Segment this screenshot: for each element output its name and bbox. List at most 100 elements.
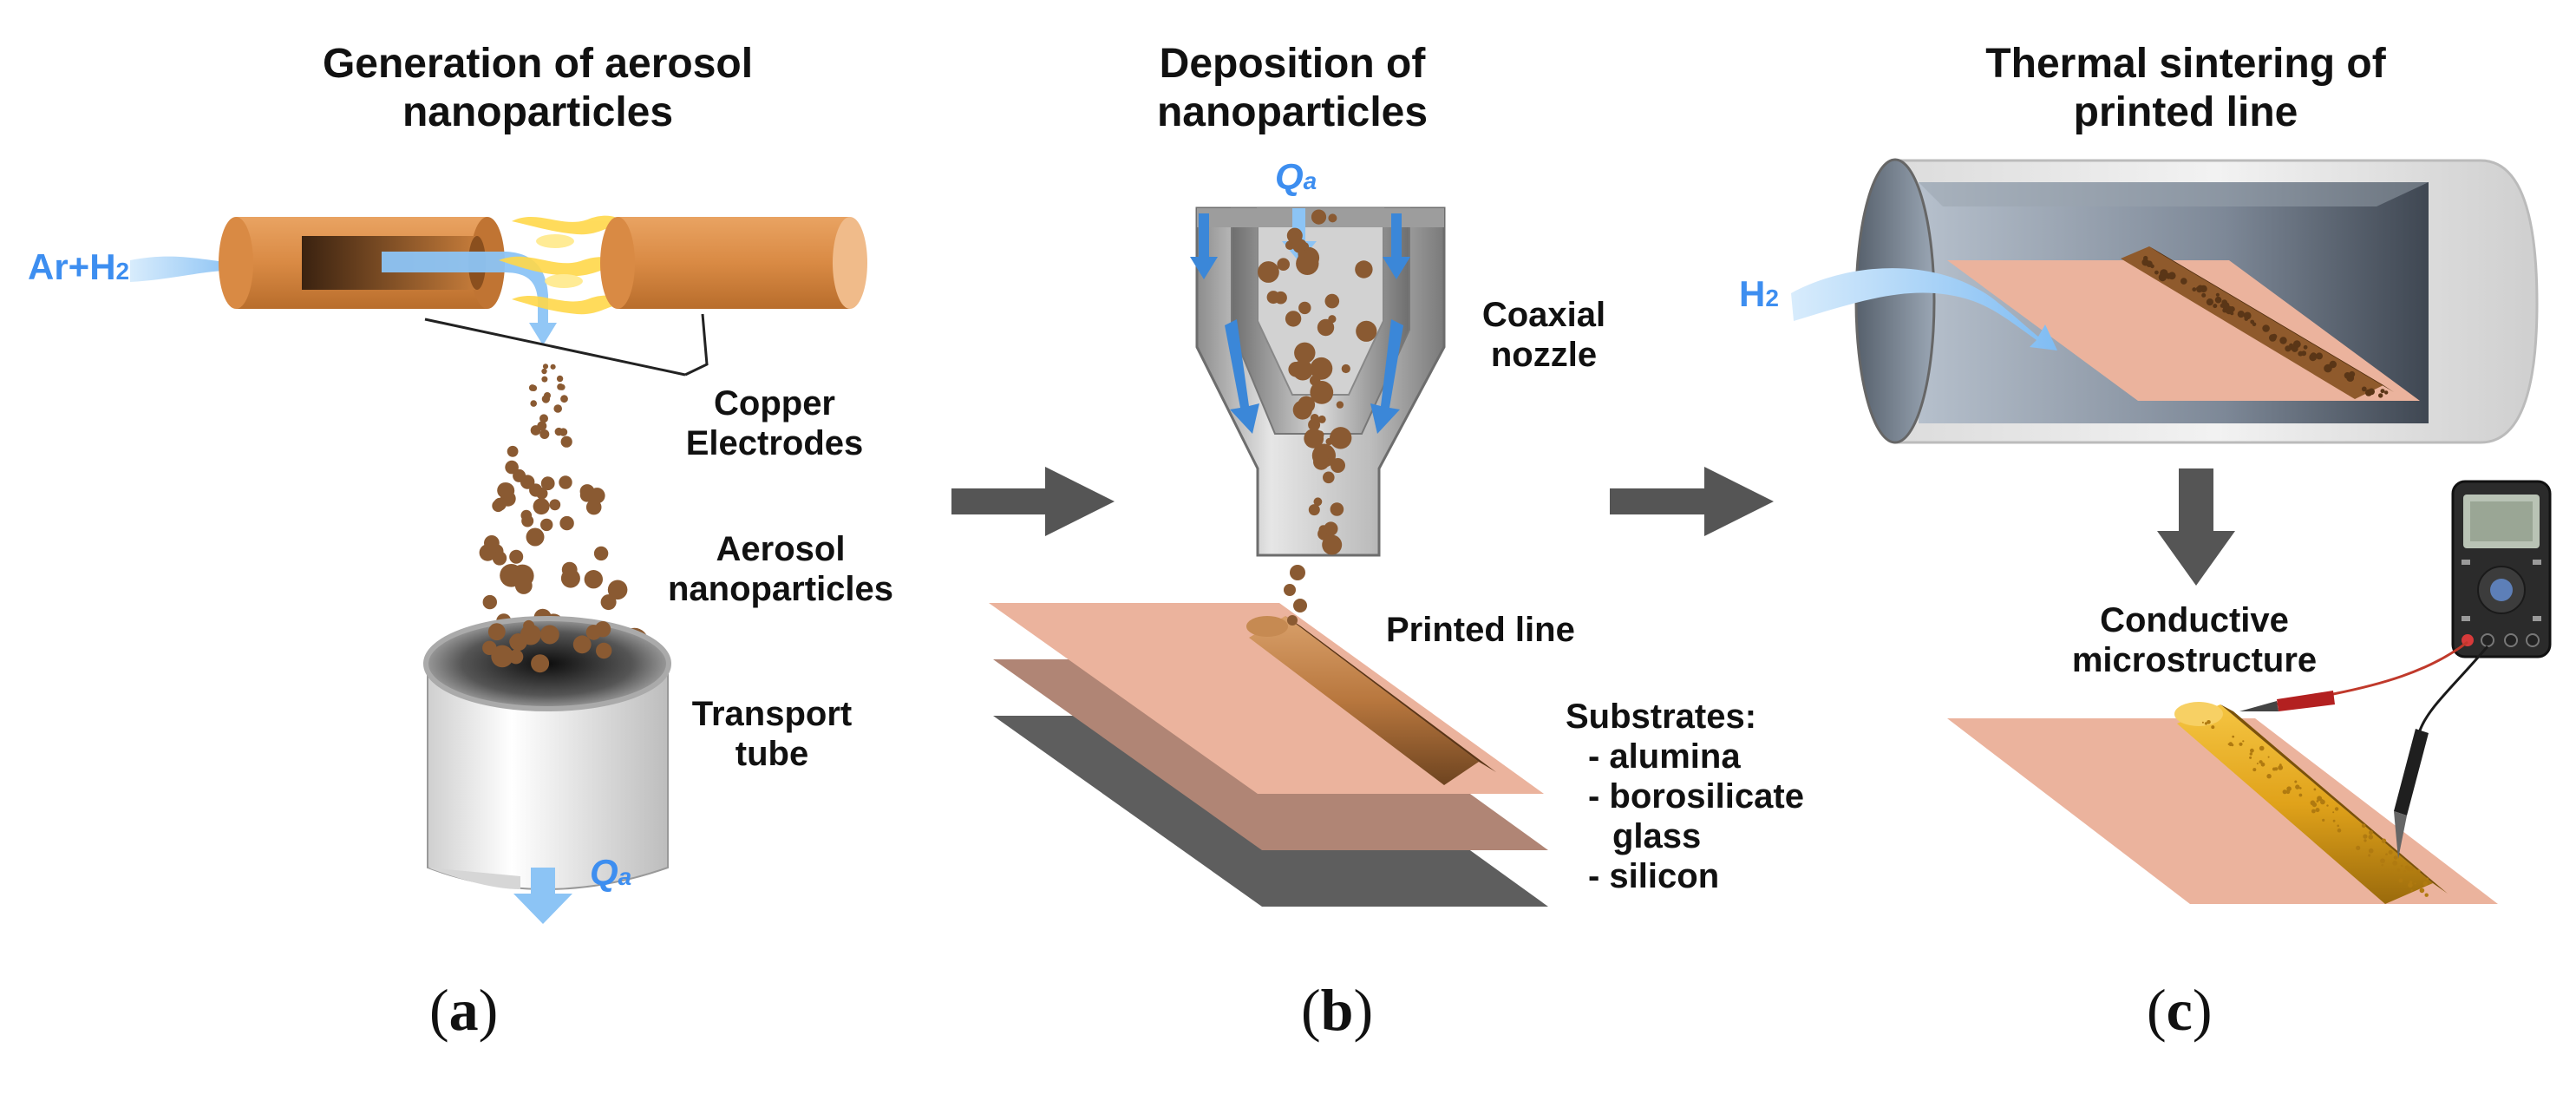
transport-tube-label-line2: tube <box>735 735 809 773</box>
microstructure-dot <box>2334 807 2339 811</box>
line-texture-dot <box>2221 302 2230 310</box>
line-texture-dot <box>2215 292 2220 297</box>
microstructure-dot <box>2422 881 2428 887</box>
microstructure-dot <box>2207 720 2211 724</box>
aerosol-particle <box>544 392 551 399</box>
aerosol-particle <box>541 376 548 383</box>
line-texture-dot <box>2309 353 2318 362</box>
microstructure-dot <box>2337 828 2342 833</box>
nozzle-particle <box>1330 458 1345 473</box>
red-probe-icon <box>2239 640 2468 711</box>
aerosol-particle <box>511 564 534 587</box>
aerosol-label-line1: Aerosol <box>716 530 846 568</box>
microstructure-label-line1: Conductive <box>2100 601 2289 639</box>
line-texture-dot <box>2285 345 2292 352</box>
line-texture-dot <box>2192 287 2197 292</box>
microstructure-dot <box>2364 839 2367 842</box>
line-texture-dot <box>2220 303 2225 308</box>
substrates-title: Substrates: <box>1566 698 1757 736</box>
inlet-flow-label-main: Q <box>1275 156 1304 197</box>
process-arrow-a-to-b <box>951 467 1115 536</box>
microstructure-dot <box>2385 853 2388 855</box>
aerosol-particle <box>529 483 543 497</box>
microstructure-dot <box>2398 878 2403 883</box>
panel-b-caption-close: ) <box>1353 977 1374 1043</box>
nozzle-particle <box>1308 504 1320 516</box>
electrodes-label: Copper Electrodes <box>675 383 874 463</box>
microstructure-dot <box>2282 789 2287 795</box>
line-texture-dot <box>2272 333 2278 339</box>
line-texture-dot <box>2279 337 2287 344</box>
microstructure-dot <box>2320 798 2324 801</box>
nozzle-particle <box>1317 318 1335 337</box>
aerosol-particle <box>607 580 628 600</box>
nozzle-particle <box>1294 342 1316 364</box>
nozzle-particle <box>1323 471 1335 484</box>
microstructure-dot <box>2419 888 2425 894</box>
panel-c-caption-open: ( <box>2147 977 2167 1043</box>
nozzle-particle <box>1310 375 1321 386</box>
aerosol-particle <box>559 515 574 531</box>
nozzle-particle <box>1341 364 1350 374</box>
gas-inlet-label-sub: 2 <box>115 258 130 285</box>
microstructure-dot <box>2299 787 2302 789</box>
substrate-item-glass: glass <box>1612 817 1702 855</box>
aerosol-flow-arrow <box>382 252 557 345</box>
aerosol-particle <box>560 436 572 448</box>
microstructure-dot <box>2227 743 2230 745</box>
panel-c-artwork <box>1791 158 2552 904</box>
hydrogen-label: H2 <box>1739 273 1779 315</box>
aerosol-particle <box>482 640 497 655</box>
microstructure-dot <box>2356 845 2361 851</box>
aerosol-particle <box>484 535 500 551</box>
nozzle-particle <box>1298 301 1311 315</box>
aerosol-particle <box>530 384 538 391</box>
microstructure-dot <box>2381 864 2384 867</box>
microstructure-dot <box>2267 756 2270 758</box>
line-texture-dot <box>2361 386 2367 392</box>
microstructure-dot <box>2250 748 2254 753</box>
microstructure-dot <box>2410 889 2413 892</box>
inlet-flow-label: Qa <box>1275 156 1317 198</box>
aerosol-particle <box>530 400 537 407</box>
panel-c-caption: (c) <box>2147 976 2213 1045</box>
nozzle-particle <box>1313 497 1323 507</box>
panel-b-title-line1: Deposition of <box>1159 41 1426 87</box>
microstructure-dot <box>2278 764 2284 770</box>
microstructure-dot <box>2232 735 2235 738</box>
microstructure-dot <box>2259 745 2265 751</box>
line-texture-dot <box>2291 345 2298 352</box>
line-texture-dot <box>2303 344 2308 350</box>
electrodes-label-line1: Copper <box>714 384 835 423</box>
inlet-flow-label-sub: a <box>1303 167 1317 194</box>
microstructure-dot <box>2369 830 2373 835</box>
aerosol-particle <box>539 429 550 439</box>
panel-b-caption: (b) <box>1301 976 1373 1045</box>
microstructure-dot <box>2295 784 2300 789</box>
substrates-label: Substrates: - alumina - borosilicate gla… <box>1566 697 1804 896</box>
line-texture-dot <box>2262 324 2270 332</box>
line-texture-dot <box>2201 292 2207 298</box>
gas-inlet-label-main: Ar+H <box>28 246 116 287</box>
panel-a-title-line2: nanoparticles <box>402 89 674 135</box>
microstructure-dot <box>2239 742 2243 746</box>
aerosol-particle <box>507 445 519 457</box>
microstructure-dot <box>2311 802 2318 808</box>
aerosol-label-line2: nanoparticles <box>667 570 894 608</box>
outlet-flow-label-sub: a <box>618 863 632 890</box>
microstructure-dot <box>2274 767 2279 771</box>
jet-particles <box>1284 565 1307 626</box>
aerosol-particle <box>497 482 513 499</box>
microstructure-dot <box>2414 882 2416 885</box>
microstructure-dot <box>2311 809 2316 814</box>
microstructure-dot <box>2403 870 2406 873</box>
electrodes-callout-lines <box>424 313 709 377</box>
nozzle-particle <box>1274 291 1287 305</box>
spark-discharge-icon <box>499 215 624 315</box>
aerosol-particle <box>487 623 506 641</box>
line-texture-dot <box>2160 269 2168 278</box>
aerosol-particle <box>560 395 568 403</box>
aerosol-particle <box>550 364 556 370</box>
outlet-flow-arrow <box>513 868 572 924</box>
aerosol-particle <box>540 518 553 532</box>
